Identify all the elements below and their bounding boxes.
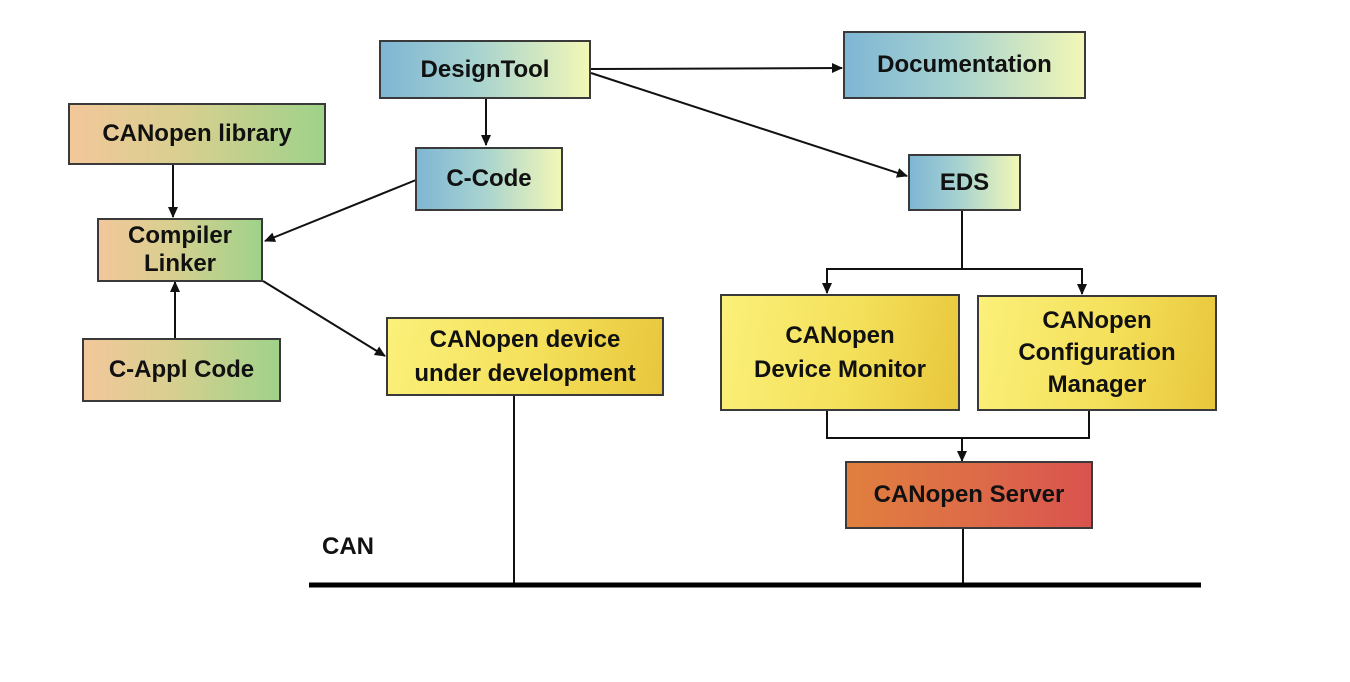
edge-eds-device-monitor — [822, 268, 962, 294]
node-compiler-label: Compiler — [127, 222, 232, 249]
node-device-under-development: CANopen device under development — [386, 317, 664, 396]
node-canopen-library-label: CANopen library — [102, 120, 292, 147]
node-compiler-linker: Compiler Linker — [97, 218, 263, 282]
edge-monitor-server-left — [826, 410, 962, 439]
edge-eds-config-manager — [962, 268, 1087, 295]
node-c-appl-code: C-Appl Code — [82, 338, 281, 402]
node-linker-label: Linker — [143, 250, 217, 277]
node-config-line3: Manager — [1047, 371, 1147, 398]
node-device-line2: under development — [414, 359, 636, 387]
node-canopen-library: CANopen library — [68, 103, 326, 165]
node-documentation-label: Documentation — [877, 51, 1052, 78]
node-config-line1: CANopen — [1042, 307, 1152, 334]
node-documentation: Documentation — [843, 31, 1086, 99]
node-canopen-server-label: CANopen Server — [873, 481, 1065, 508]
node-c-appl-code-label: C-Appl Code — [108, 356, 255, 383]
node-c-code: C-Code — [415, 147, 563, 211]
edge-c-code-compiler — [264, 179, 417, 242]
node-designtool-label: DesignTool — [420, 55, 550, 83]
node-device-monitor: CANopen Device Monitor — [720, 294, 960, 411]
node-monitor-line2: Device Monitor — [753, 355, 927, 383]
node-configuration-manager: CANopen Configuration Manager — [977, 295, 1217, 411]
node-eds: EDS — [908, 154, 1021, 211]
node-device-line1: CANopen device — [429, 325, 621, 353]
edge-manager-server-right — [962, 410, 1090, 439]
edge-designtool-documentation — [590, 63, 843, 74]
node-canopen-server: CANopen Server — [845, 461, 1093, 529]
node-monitor-line1: CANopen — [785, 321, 895, 349]
node-config-line2: Configuration — [1018, 339, 1176, 366]
edge-compiler-device — [262, 280, 386, 357]
node-c-code-label: C-Code — [446, 165, 532, 192]
edge-designtool-eds — [590, 72, 908, 178]
can-bus-label: CAN — [322, 533, 374, 560]
node-designtool: DesignTool — [379, 40, 591, 99]
node-eds-label: EDS — [939, 168, 990, 196]
